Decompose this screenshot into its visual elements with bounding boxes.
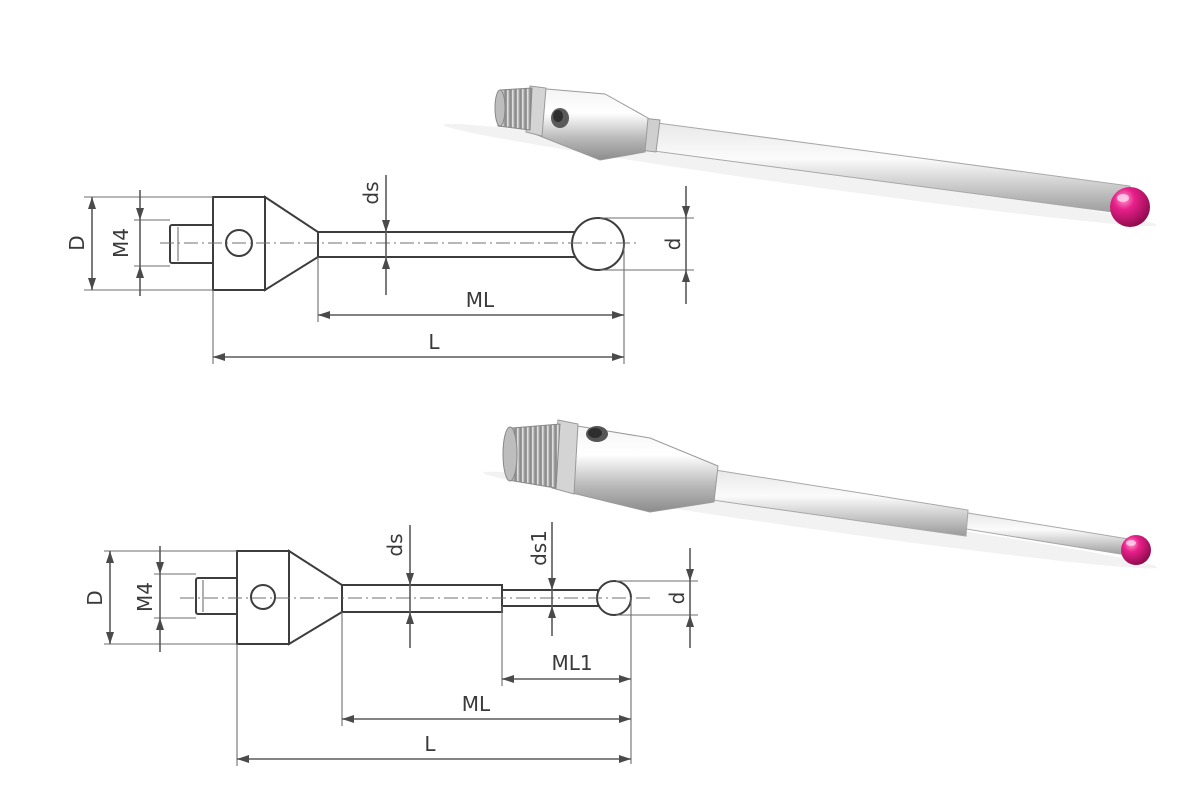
- label-M4-top: M4: [109, 228, 133, 258]
- label-M4-bottom: M4: [133, 582, 157, 612]
- label-D-top: D: [65, 235, 89, 250]
- label-d-top: d: [661, 238, 685, 251]
- label-ML-bottom: ML: [462, 692, 491, 716]
- stylus-photo-bottom: [483, 419, 1157, 569]
- label-D-bottom: D: [83, 590, 107, 605]
- label-L-top: L: [428, 330, 440, 354]
- label-d-bottom: d: [665, 592, 689, 605]
- stylus-photo-top: [443, 85, 1157, 227]
- label-ds-top: ds: [359, 181, 383, 204]
- label-ML1-bottom: ML1: [551, 651, 592, 675]
- label-ds-bottom: ds: [383, 533, 407, 556]
- label-L-bottom: L: [424, 732, 436, 756]
- label-ds1-bottom: ds1: [527, 530, 551, 566]
- drawing-bottom: D M4 ds ds1 d ML1: [83, 522, 698, 766]
- ruby-ball-bottom: [1121, 535, 1151, 565]
- drawing-top: D M4 ds d ML L: [65, 175, 694, 364]
- ruby-ball-top: [1110, 187, 1150, 227]
- label-ML-top: ML: [466, 288, 495, 312]
